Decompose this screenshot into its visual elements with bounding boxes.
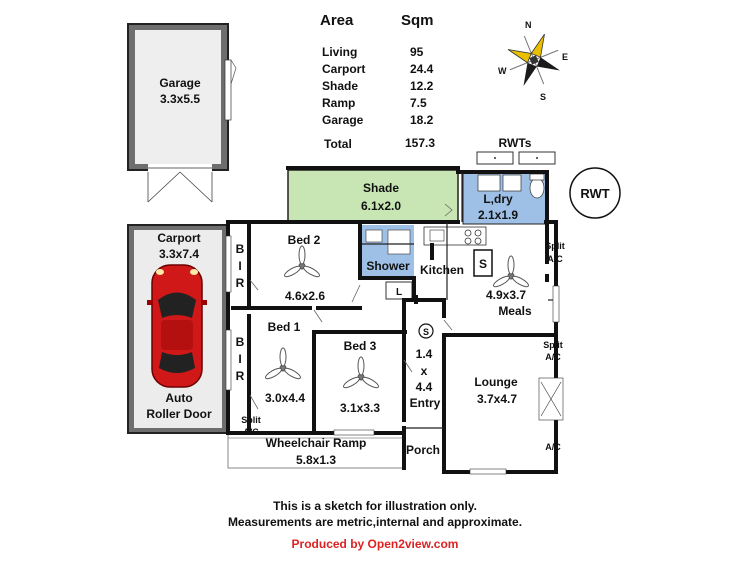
- meals-label: Meals: [498, 304, 532, 318]
- ac-3: A/C: [545, 442, 561, 452]
- garage-label: Garage: [159, 76, 201, 90]
- area-row-name: Shade: [322, 79, 358, 93]
- area-row-value: 24.4: [410, 62, 434, 76]
- area-table: Area Sqm Living 95 Carport 24.4 Shade 12…: [320, 12, 435, 151]
- area-row-value: 95: [410, 45, 424, 59]
- ceiling-fan-icon: [265, 347, 301, 380]
- linen-label: L: [396, 287, 402, 298]
- garage: Garage 3.3x5.5: [127, 23, 237, 203]
- sqm-header: Sqm: [401, 12, 434, 29]
- porch-label: Porch: [406, 443, 440, 457]
- kitchen-label: Kitchen: [420, 263, 464, 277]
- lounge-label: Lounge: [474, 375, 518, 389]
- shade-label: Shade: [363, 181, 399, 195]
- bed1-label: Bed 1: [268, 320, 301, 334]
- bed2-label: Bed 2: [288, 233, 321, 247]
- stove-s-label: S: [479, 257, 487, 271]
- area-row-name: Living: [322, 45, 357, 59]
- room-labels: B I R B I R Bed 2 4.6x2.6 Bed 1 3.0x4.4 …: [236, 233, 565, 452]
- bir-r: R: [236, 276, 245, 290]
- bir-b: B: [236, 242, 245, 256]
- porch: Porch: [404, 432, 442, 467]
- meals-size: 4.9x3.7: [486, 288, 526, 302]
- shade-area: Shade 6.1x2.0: [287, 169, 459, 223]
- bed3-label: Bed 3: [344, 339, 377, 353]
- producer-credit: Produced by Open2view.com: [291, 537, 459, 551]
- shade-size: 6.1x2.0: [361, 199, 401, 213]
- shower-label: Shower: [366, 259, 410, 273]
- smoke-alarm-icon: S: [418, 323, 434, 339]
- compass-n: N: [525, 20, 532, 30]
- carport-auto-label: Auto: [165, 391, 192, 405]
- area-row-name: Ramp: [322, 96, 355, 110]
- disclaimer-line-1: This is a sketch for illustration only.: [273, 499, 477, 513]
- rwts-label: RWTs: [499, 136, 532, 150]
- ceiling-fan-icon: [284, 245, 320, 278]
- laundry-label: L,dry: [483, 192, 513, 206]
- split-ac-1-split: Split: [545, 241, 565, 251]
- kitchen-fixtures: S: [423, 226, 493, 277]
- car-icon: [147, 264, 207, 388]
- ceiling-fan-icon: [343, 356, 379, 389]
- split-ac-4-ac: A/C: [243, 427, 259, 437]
- total-value: 157.3: [405, 136, 435, 150]
- garage-size: 3.3x5.5: [160, 92, 200, 106]
- wheelchair-ramp: Wheelchair Ramp 5.8x1.3: [227, 432, 404, 469]
- bir-r: R: [236, 369, 245, 383]
- carport-label: Carport: [157, 231, 200, 245]
- shower: Shower L: [362, 225, 414, 300]
- split-ac-2-ac: A/C: [545, 352, 561, 362]
- disclaimer-line-2: Measurements are metric,internal and app…: [227, 515, 523, 529]
- total-label: Total: [324, 137, 352, 151]
- entry-width: 1.4: [416, 347, 433, 361]
- bed2-size: 4.6x2.6: [285, 289, 325, 303]
- carport-size: 3.3x7.4: [159, 247, 199, 261]
- ceiling-fans: [265, 245, 529, 389]
- split-ac-1-ac: A/C: [547, 254, 563, 264]
- entry-length: 4.4: [416, 380, 433, 394]
- entry-x: x: [421, 364, 428, 378]
- ramp-size: 5.8x1.3: [296, 453, 336, 467]
- area-header: Area: [320, 12, 354, 29]
- laundry-size: 2.1x1.9: [478, 208, 518, 222]
- rwt-tanks: RWTs RWT: [476, 136, 621, 219]
- ceiling-fan-icon: [493, 255, 529, 288]
- roller-door-label: Roller Door: [146, 407, 212, 421]
- compass-icon: N E S W: [498, 20, 568, 102]
- lounge-size: 3.7x4.7: [477, 392, 517, 406]
- entry-label: Entry: [410, 396, 441, 410]
- laundry: L,dry 2.1x1.9: [462, 171, 548, 225]
- ramp-label: Wheelchair Ramp: [266, 436, 367, 450]
- rwt-label: RWT: [580, 186, 609, 201]
- bed1-size: 3.0x4.4: [265, 391, 305, 405]
- area-row-name: Carport: [322, 62, 365, 76]
- area-row-value: 12.2: [410, 79, 434, 93]
- area-row-value: 7.5: [410, 96, 427, 110]
- interior-partitions: [362, 172, 556, 429]
- rwt-tank: [569, 167, 621, 219]
- compass-s: S: [540, 92, 546, 102]
- bir-b: B: [236, 335, 245, 349]
- area-row-name: Garage: [322, 113, 364, 127]
- bed3-size: 3.1x3.3: [340, 401, 380, 415]
- windows: [225, 235, 564, 475]
- doors: [249, 203, 453, 410]
- bir-i: I: [238, 259, 241, 273]
- split-ac-4-split: Split: [241, 415, 261, 425]
- compass-e: E: [562, 52, 568, 62]
- bir-i: I: [238, 352, 241, 366]
- split-ac-2-split: Split: [543, 340, 563, 350]
- compass-w: W: [498, 66, 507, 76]
- smoke-alarm-s: S: [423, 327, 429, 337]
- area-row-value: 18.2: [410, 113, 434, 127]
